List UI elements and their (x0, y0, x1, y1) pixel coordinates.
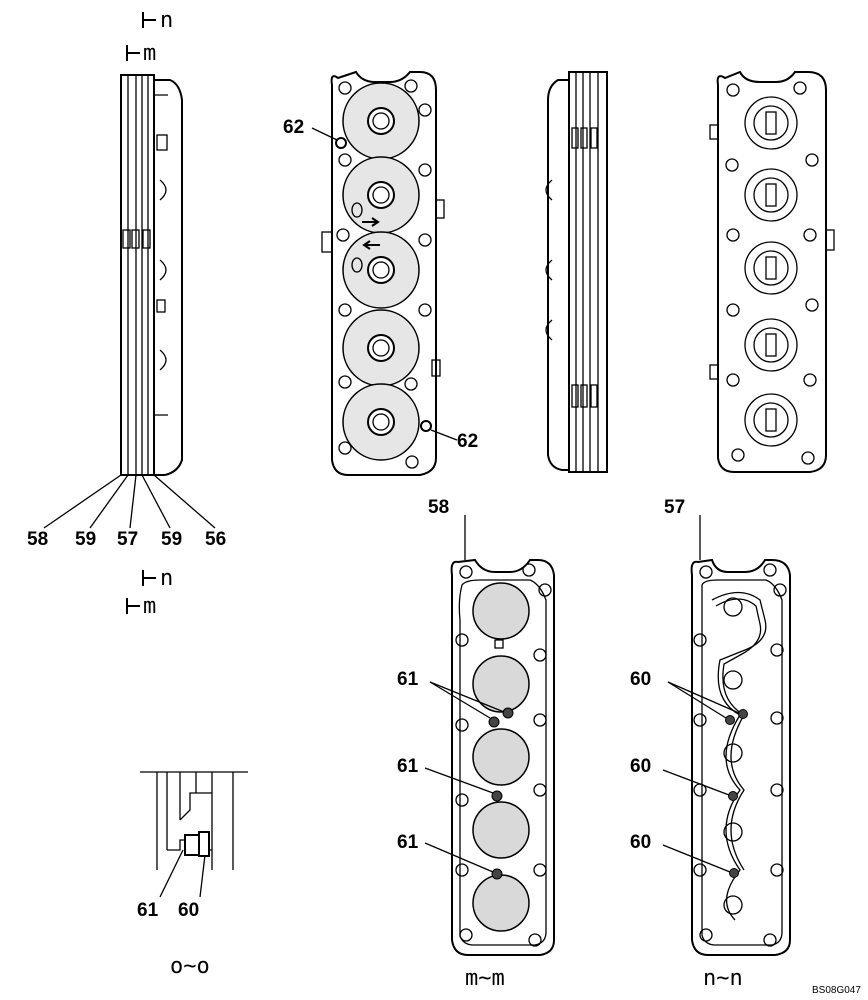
drawing-code: BS08G047 (812, 985, 861, 996)
marker-m-mid-label: m (143, 594, 156, 619)
marker-n-top-label: n (160, 8, 173, 33)
section-marker-m-mid: m (126, 594, 156, 619)
label-60-c: 60 (630, 832, 651, 853)
label-59-left: 59 (75, 529, 96, 550)
label-57: 57 (117, 529, 138, 550)
label-61-c: 61 (397, 832, 419, 853)
label-62-bottom: 62 (457, 431, 478, 452)
label-61-detail: 61 (137, 900, 159, 921)
label-57-plate: 57 (664, 497, 685, 518)
label-60-b: 60 (630, 756, 651, 777)
label-58-plate: 58 (428, 497, 449, 518)
label-61-a: 61 (397, 669, 419, 690)
gasket-plate-58 (424, 515, 555, 956)
section-marker-m-top: m (126, 41, 156, 66)
section-title-o-o: o~o (170, 954, 210, 979)
label-62-top: 62 (283, 117, 304, 138)
section-title-m-m: m~m (465, 966, 505, 991)
plate-stack-side-view (43, 74, 216, 529)
marker-m-top-label: m (143, 41, 156, 66)
label-61-b: 61 (397, 756, 419, 777)
marker-n-mid-label: n (160, 566, 173, 591)
detail-section-o (140, 771, 248, 898)
plate-front-view (311, 70, 458, 476)
label-56: 56 (205, 529, 226, 550)
plate-stack-side-view-right (545, 71, 608, 473)
section-marker-n-top: n (142, 8, 173, 33)
section-marker-n-mid: n (142, 566, 173, 591)
label-60-detail: 60 (178, 900, 199, 921)
label-60-a: 60 (630, 669, 651, 690)
gasket-plate-57 (662, 515, 791, 956)
section-title-n-n: n~n (703, 966, 743, 991)
label-59-right: 59 (161, 529, 182, 550)
label-58: 58 (27, 529, 48, 550)
plate-back-view (709, 70, 835, 473)
